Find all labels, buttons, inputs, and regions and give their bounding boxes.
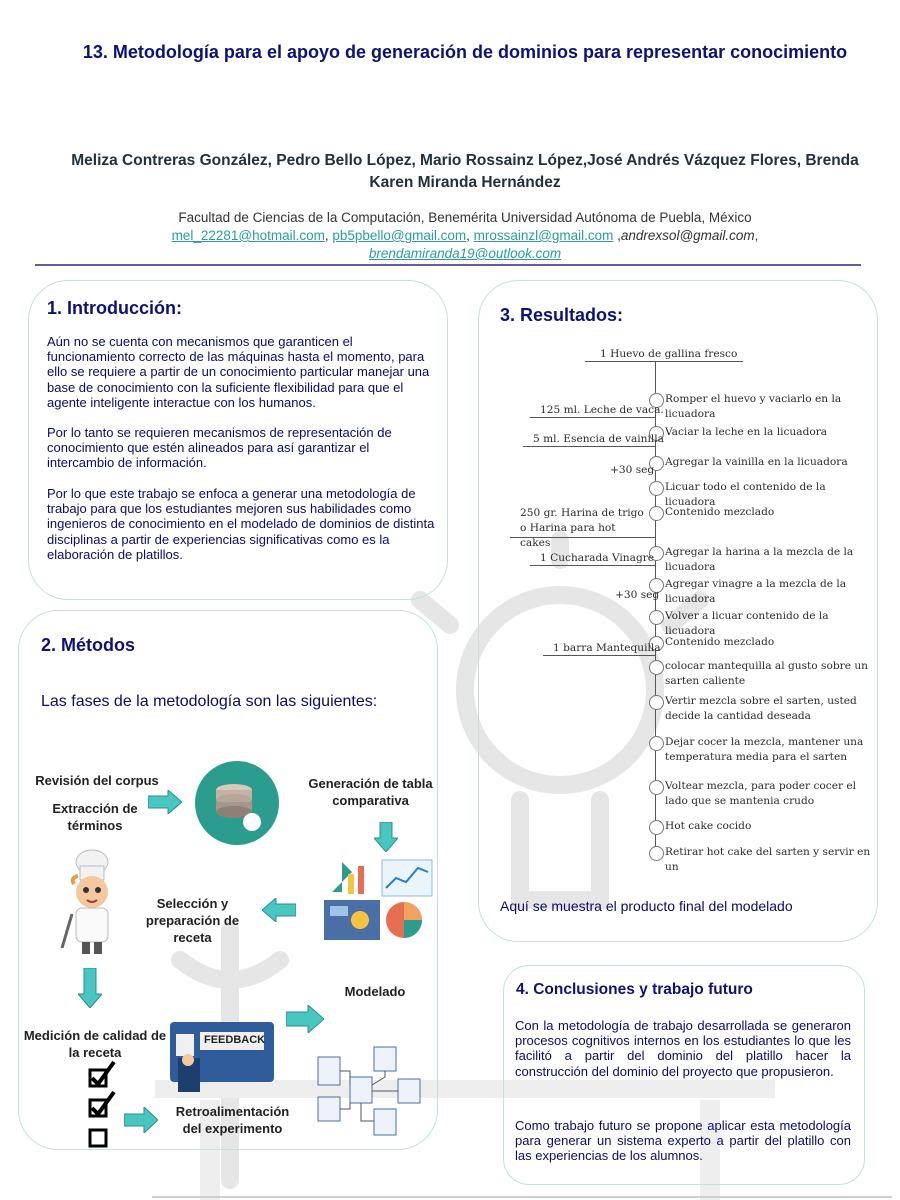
timeline-input-line	[523, 446, 655, 447]
model-diagram-icon	[317, 1046, 421, 1136]
email-separator: ,	[466, 228, 474, 243]
email-link[interactable]: mel_22281@hotmail.com	[171, 228, 325, 243]
timeline-node	[649, 546, 664, 561]
arrow-right-icon	[148, 790, 182, 814]
arrow-down-icon	[78, 968, 102, 1008]
methods-panel	[18, 610, 438, 1150]
intro-paragraph-1: Aún no se cuenta con mecanismos que gara…	[47, 334, 430, 410]
intro-paragraph-3: Por lo que este trabajo se enfoca a gene…	[47, 486, 435, 562]
conclusions-paragraph-2: Como trabajo futuro se propone aplicar e…	[515, 1118, 851, 1164]
timeline-input-line	[510, 537, 655, 538]
timeline-node	[649, 393, 664, 408]
timeline-input: 5 ml. Esencia de vainilla	[533, 433, 664, 445]
timeline-step: Contenido mezclado	[665, 506, 775, 518]
timeline-step: Licuar todo el contenido de la licuadora	[665, 481, 826, 508]
email-separator: ,	[613, 228, 621, 243]
timeline-input-line	[543, 655, 655, 656]
timeline-step: Retirar hot cake del sarten y servir en …	[665, 846, 871, 873]
timeline-node	[649, 660, 664, 675]
timeline-input: +30 seg	[615, 589, 660, 601]
arrow-right-icon	[124, 1107, 158, 1133]
label-quality: Medición de calidad de la receta	[23, 1028, 167, 1060]
email-separator: ,	[324, 228, 333, 243]
conclusions-title: 4. Conclusiones y trabajo futuro	[516, 981, 753, 998]
timeline-step: Dejar cocer la mezcla, mantener una temp…	[665, 736, 864, 763]
email-text: andrexsol@gmail.com	[620, 228, 755, 243]
timeline-input: 125 ml. Leche de vaca.	[540, 404, 664, 416]
timeline-node	[649, 820, 664, 835]
timeline-node	[649, 736, 664, 751]
label-modeling: Modelado	[344, 984, 406, 999]
timeline-step: Vertir mezcla sobre el sarten, usted dec…	[665, 695, 857, 722]
timeline-step: Agregar la vainilla en la licuadora	[665, 456, 848, 468]
arrow-down-icon	[374, 822, 398, 852]
timeline-step: Contenido mezclado	[665, 636, 775, 648]
timeline-node	[649, 846, 664, 861]
timeline-node	[649, 456, 664, 471]
timeline-step: Voltear mezcla, para poder cocer el lado…	[665, 780, 857, 807]
label-terms: Extracción de términos	[52, 801, 138, 833]
timeline-input: 1 Cucharada Vinagre	[540, 552, 655, 564]
chef-icon	[60, 849, 109, 954]
email-link[interactable]: pb5pbello@gmail.com	[332, 228, 467, 243]
methods-title: 2. Métodos	[41, 635, 136, 655]
timeline-top-bar	[585, 361, 743, 362]
timeline-node	[649, 481, 664, 496]
timeline-input: 1 barra Mantequilla	[553, 642, 661, 654]
conclusions-paragraph-1: Con la metodología de trabajo desarrolla…	[515, 1018, 851, 1079]
results-title: 3. Resultados:	[500, 305, 624, 325]
timeline-node	[649, 610, 664, 625]
intro-title: 1. Introducción:	[47, 298, 182, 318]
timeline-step: Vaciar la leche en la licuadora	[665, 426, 828, 438]
timeline-input-line	[530, 417, 655, 418]
timeline-top-label: 1 Huevo de gallina fresco	[600, 348, 738, 360]
timeline-step: Agregar vinagre a la mezcla de la licuad…	[665, 578, 847, 605]
feedback-badge: FEEDBACK	[204, 1034, 266, 1046]
timeline-input: +30 seg	[610, 464, 655, 476]
affiliation: Facultad de Ciencias de la Computación, …	[178, 210, 752, 225]
email-separator: ,	[754, 228, 759, 243]
timeline-node	[649, 426, 664, 441]
timeline-node	[649, 636, 664, 651]
label-feedback: Retroalimentación del experimento	[175, 1104, 290, 1136]
authors: Meliza Contreras González, Pedro Bello L…	[71, 152, 859, 191]
timeline-node	[649, 578, 664, 593]
timeline-step: Hot cake cocido	[665, 820, 752, 832]
results-caption: Aquí se muestra el producto final del mo…	[500, 898, 793, 914]
methods-intro: Las fases de la metodología son las sigu…	[41, 693, 378, 710]
affiliation-block: Facultad de Ciencias de la Computación, …	[60, 209, 870, 263]
analytics-icon	[314, 854, 434, 946]
timeline-node	[649, 506, 664, 521]
label-recipe: Selección y preparación de receta	[145, 896, 240, 945]
timeline-step: Agregar la harina a la mezcla de la licu…	[665, 546, 854, 573]
arrow-left-icon	[262, 898, 296, 922]
footer-divider	[152, 1196, 892, 1198]
timeline-input: 250 gr. Harina de trigo o Harina para ho…	[520, 507, 644, 549]
timeline-step: Romper el huevo y vaciarlo en la licuado…	[665, 393, 842, 420]
results-panel	[478, 280, 878, 942]
email-link[interactable]: mrossainzl@gmail.com	[473, 228, 614, 243]
timeline-step: colocar mantequilla al gusto sobre un sa…	[665, 660, 868, 687]
arrow-right-icon	[286, 1005, 324, 1033]
email-link[interactable]: brendamiranda19@outlook.com	[368, 246, 562, 261]
label-table: Generación de tabla comparativa	[308, 776, 433, 808]
page-title: 13. Metodología para el apoyo de generac…	[82, 42, 848, 62]
email-list: mel_22281@hotmail.com, pb5pbello@gmail.c…	[60, 227, 870, 245]
timeline-step: Volver a licuar contenido de la licuador…	[665, 610, 829, 637]
timeline-node	[649, 780, 664, 795]
intro-panel	[28, 280, 448, 600]
label-corpus: Revisión del corpus	[35, 773, 159, 788]
database-icon	[195, 761, 279, 845]
checklist-icon	[88, 1060, 116, 1148]
timeline-input-line	[530, 565, 655, 566]
timeline-node	[649, 695, 664, 710]
timeline-spine	[655, 361, 656, 856]
header-divider	[35, 264, 861, 266]
intro-paragraph-2: Por lo tanto se requieren mecanismos de …	[47, 425, 392, 471]
conclusions-panel	[503, 965, 865, 1185]
feedback-icon	[170, 1022, 274, 1092]
